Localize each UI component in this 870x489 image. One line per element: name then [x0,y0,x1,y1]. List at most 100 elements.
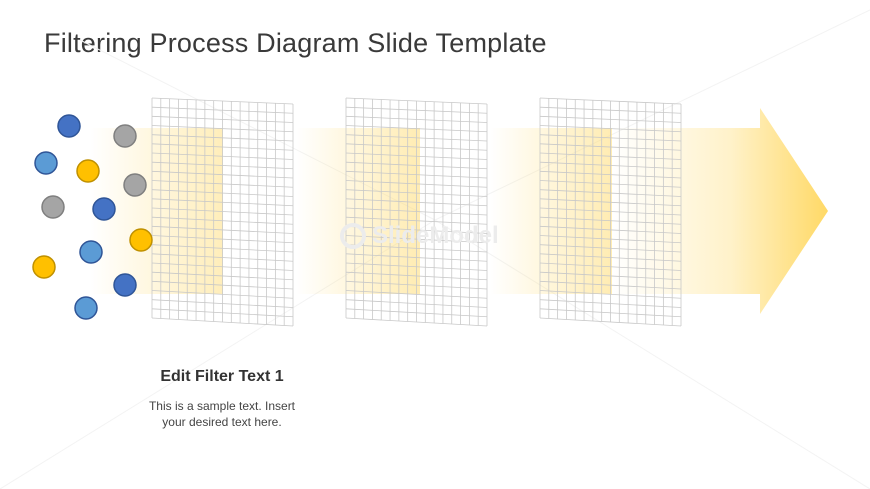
particles [32,114,153,320]
grid-line [539,235,682,244]
output-arrow [612,108,828,314]
filter-grid-3 [539,97,682,327]
filter-grid-1 [151,97,294,327]
grid-line [539,180,682,188]
grid-line [539,299,682,308]
grid-line [151,97,294,105]
slide-title: Filtering Process Diagram Slide Template [44,28,547,58]
grid-line [539,271,682,281]
particle-yellow [32,255,56,279]
grid-line [539,262,682,271]
grid-line [539,308,682,318]
particle-dark-blue [113,273,137,297]
filter-1-text: This is a sample text. Insert your desir… [148,399,296,429]
particle-light-blue [74,296,98,320]
grid-line [151,317,294,327]
grid-line [539,152,682,160]
grid-line [539,198,682,207]
filter-grid-2 [345,97,488,327]
grid-line [345,207,488,216]
grid-line [345,244,488,253]
watermark-text: SlideModel [372,222,499,249]
grid-line [345,180,488,188]
grid-line [151,262,294,271]
grid-line [345,290,488,299]
grid-line [539,189,682,197]
grid-line [345,299,488,308]
grid-line [151,125,294,133]
watermark-logo-icon [340,223,366,249]
grid-line [151,143,294,151]
grid-line [151,180,294,188]
grid-line [539,170,682,179]
grid-line [539,216,682,225]
grid-line [151,161,294,170]
grid-line [151,207,294,216]
grid-line [151,170,294,179]
grid-line [345,235,488,244]
grid-line [539,134,682,142]
grid-line [539,280,682,290]
watermark: SlideModel [340,222,499,250]
grid-line [539,125,682,133]
grid-line [345,262,488,271]
grid-line [345,280,488,290]
grid-line [345,317,488,327]
grid-line [539,244,682,253]
grid-line [345,161,488,170]
particle-dark-blue [57,114,81,138]
grid-line [539,290,682,299]
grid-line [151,216,294,225]
grid-line [539,161,682,170]
grid-line [345,308,488,318]
grid-line [539,143,682,151]
particle-dark-blue [92,197,116,221]
filter-1-title: Edit Filter Text 1 [160,368,284,385]
grid-line [345,106,488,114]
grid-line [151,244,294,253]
grid-line [151,134,294,142]
grid-line [151,198,294,207]
particle-light-blue [34,151,58,175]
grid-line [539,253,682,262]
grid-line [345,170,488,179]
grid-line [151,290,294,299]
particle-yellow [129,228,153,252]
grid-line [345,198,488,207]
grid-line [151,299,294,308]
grid-line [151,271,294,281]
grid-line [345,189,488,197]
particle-gray [113,124,137,148]
grid-line [539,97,682,105]
grid-line [151,308,294,318]
grid-line [345,253,488,262]
grid-line [345,115,488,123]
grid-line [151,280,294,290]
particle-yellow [76,159,100,183]
grid-line [539,317,682,327]
particle-gray [123,173,147,197]
grid-line [151,253,294,262]
grid-line [539,106,682,114]
grid-line [345,134,488,142]
grid-line [345,97,488,105]
grid-line [345,225,488,234]
grid-line [539,207,682,216]
grid-line [345,152,488,160]
grid-line [539,115,682,123]
grid-line [539,225,682,234]
grid-line [151,152,294,160]
grid-line [151,106,294,114]
grid-line [345,125,488,133]
grid-line [151,115,294,123]
grid-line [345,271,488,281]
grid-line [345,143,488,151]
grid-line [151,235,294,244]
grid-line [151,225,294,234]
particle-gray [41,195,65,219]
particle-light-blue [79,240,103,264]
grid-line [345,216,488,225]
grid-line [151,189,294,197]
